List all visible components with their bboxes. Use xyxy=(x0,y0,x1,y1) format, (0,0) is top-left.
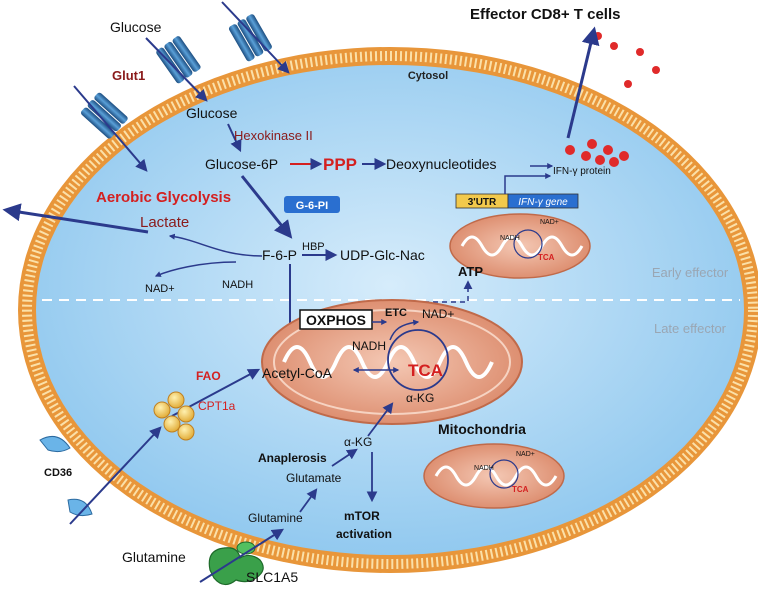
slc1a5-transporter-icon xyxy=(208,541,264,586)
glutamine-import-arrow xyxy=(199,528,285,583)
cytosol-label: Cytosol xyxy=(408,70,448,82)
nadh-to-nad-arrow xyxy=(154,261,237,277)
atp-label: ATP xyxy=(458,264,483,279)
ifn-gene-label: IFN-γ gene xyxy=(518,197,568,208)
utr-label: 3'UTR xyxy=(468,197,497,208)
early-mito-tca: TCA xyxy=(538,253,555,262)
glucose-inside-label: Glucose xyxy=(186,105,238,121)
cd36-label: CD36 xyxy=(44,467,72,479)
nadh-main-label: NADH xyxy=(352,339,386,353)
glucose-outside-label: Glucose xyxy=(110,19,162,35)
f6p-label: F-6-P xyxy=(262,247,297,263)
nad-main-label: NAD+ xyxy=(422,307,454,321)
oxphos-label: OXPHOS xyxy=(306,312,366,328)
lactate-label: Lactate xyxy=(140,214,189,231)
main-mitochondrion xyxy=(261,299,523,425)
nad-left-label: NAD+ xyxy=(145,283,175,295)
tca-main-label: TCA xyxy=(408,361,443,380)
pyruvate-to-lactate-arrow xyxy=(168,233,263,257)
glucose-import-arrow-2 xyxy=(221,1,290,74)
aerobic-glycolysis-label: Aerobic Glycolysis xyxy=(96,189,231,206)
fao-label: FAO xyxy=(196,369,221,383)
ppp-label: PPP xyxy=(323,155,357,174)
etc-to-atp-arrow xyxy=(388,280,473,303)
cd36-fatty-acid-arrow xyxy=(69,426,162,525)
mitochondria-label: Mitochondria xyxy=(438,421,526,437)
early-mitochondrion: NADH NAD+ TCA xyxy=(449,213,591,279)
udp-glcnac-label: UDP-Glc-Nac xyxy=(340,247,425,263)
title: Effector CD8+ T cells xyxy=(470,6,620,23)
mtor-label-line2: activation xyxy=(336,527,392,541)
g6pi-label: G-6-PI xyxy=(296,200,328,212)
ifn-gene-tag: 3'UTR IFN-γ gene xyxy=(455,193,579,209)
late-mito-nadh: NADH xyxy=(474,465,494,472)
late-mito-tca: TCA xyxy=(512,485,529,494)
glutamate-label: Glutamate xyxy=(286,471,342,485)
glutamine-inside-label: Glutamine xyxy=(248,511,303,525)
late-effector-label: Late effector xyxy=(654,321,727,336)
akg-main-label: α-KG xyxy=(406,391,434,405)
glutamine-outside-label: Glutamine xyxy=(122,549,186,565)
cpt1a-label: CPT1a xyxy=(198,399,236,413)
glycolysis-main-arrow xyxy=(240,175,293,239)
gene-expression-arrow xyxy=(504,173,552,194)
anaplerosis-label: Anaplerosis xyxy=(258,451,327,465)
early-effector-label: Early effector xyxy=(652,265,729,280)
oxphos-box xyxy=(299,309,373,330)
hbp-label: HBP xyxy=(302,241,325,253)
late-mito-nad: NAD+ xyxy=(516,451,535,458)
ifn-secretion-arrow xyxy=(566,26,600,139)
hexokinase-label: Hexokinase II xyxy=(234,128,313,143)
slc1a5-label: SLC1A5 xyxy=(246,569,298,585)
glucose-import-arrow-3 xyxy=(73,85,148,172)
glutamine-to-glutamate-arrow xyxy=(299,488,318,513)
etc-label: ETC xyxy=(385,307,407,319)
early-mito-nad: NAD+ xyxy=(540,219,559,226)
mtor-label-line1: mTOR xyxy=(344,509,380,523)
nadh-left-label: NADH xyxy=(222,279,253,291)
glut1-label: Glut1 xyxy=(112,68,145,83)
ifn-gamma-protein-icon xyxy=(565,32,660,167)
glutamate-to-akg-arrow xyxy=(331,448,358,467)
ifn-protein-label: IFN-γ protein xyxy=(553,166,611,177)
nadh-to-nad-main-arrow xyxy=(389,319,420,341)
acetyl-coa-label: Acetyl-CoA xyxy=(262,365,333,381)
glucose-6p-label: Glucose-6P xyxy=(205,156,278,172)
early-mito-nadh: NADH xyxy=(500,235,520,242)
glucose-import-arrow-1 xyxy=(145,37,208,102)
cd36-receptor-icon xyxy=(39,435,93,517)
hexokinase-arrow xyxy=(227,123,242,153)
lipid-droplet-icon xyxy=(153,391,195,441)
akg-to-tca-arrow xyxy=(367,402,394,437)
deoxynucleotides-label: Deoxynucleotides xyxy=(386,156,497,172)
lactate-export-arrow xyxy=(2,203,149,234)
akg-low-label: α-KG xyxy=(344,435,372,449)
g6pi-badge xyxy=(284,196,340,213)
late-mitochondrion: NADH NAD+ TCA xyxy=(423,443,565,509)
